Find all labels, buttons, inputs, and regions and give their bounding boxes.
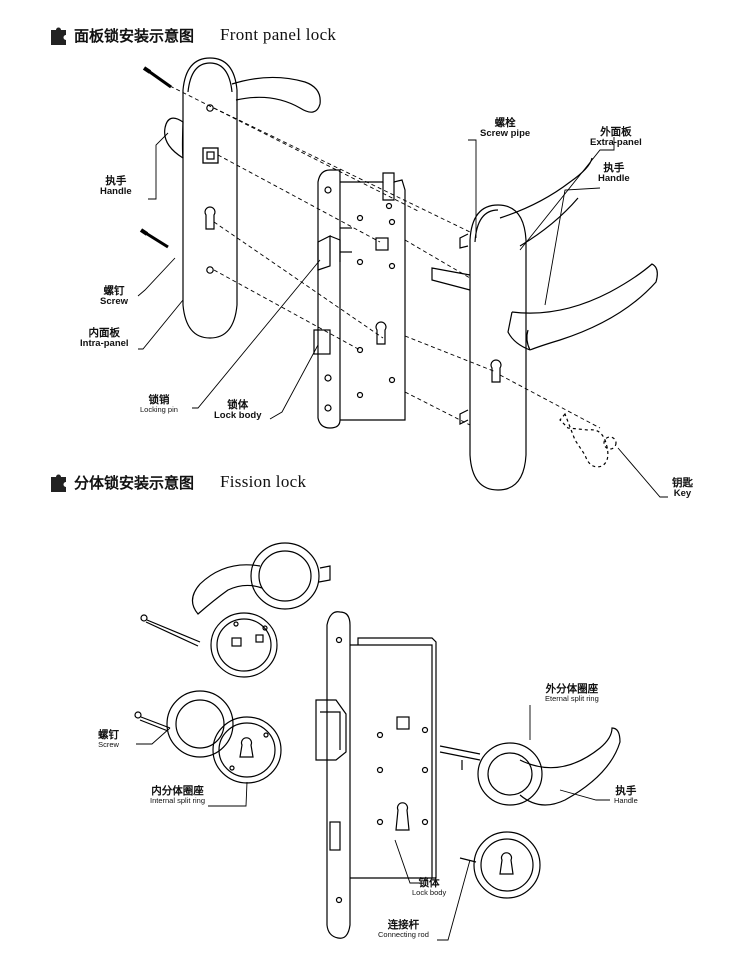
label-locking-pin: 锁销 Locking pin <box>140 394 178 415</box>
label-zh: 螺栓 <box>494 117 516 129</box>
label-en: Connecting rod <box>378 930 429 940</box>
label-key: 钥匙 Key <box>672 477 693 500</box>
fission-title-zh: 分体锁安装示意图 <box>74 473 195 492</box>
screw-fission-top <box>140 614 201 647</box>
label-zh: 执手 <box>615 785 637 797</box>
extra-panel <box>431 157 593 491</box>
label-zh: 锁销 <box>148 394 170 406</box>
label-zh: 螺钉 <box>103 285 125 297</box>
external-split-ring <box>439 742 543 806</box>
alignment-lines <box>169 85 601 429</box>
label-en: Lock body <box>412 888 447 898</box>
handle-outer-fission <box>519 727 621 806</box>
section-header-fission-lock: 分体锁安装示意图 Fission lock <box>48 469 306 495</box>
label-screw-pipe: 螺栓 Screw pipe <box>480 117 531 140</box>
label-zh: 执手 <box>105 175 127 187</box>
lock-body-fission <box>315 611 437 939</box>
label-en: Internal split ring <box>150 796 206 806</box>
label-en: Lock body <box>214 410 262 422</box>
label-zh: 锁体 <box>227 399 249 411</box>
front-title-zh: 面板锁安装示意图 <box>74 26 195 45</box>
fission-title-en: Fission lock <box>220 472 307 491</box>
screw-top <box>142 66 172 89</box>
label-lock-body-front: 锁体 Lock body <box>214 399 262 422</box>
key-outline <box>559 412 617 468</box>
label-connecting-rod: 连接杆 Connecting rod <box>378 919 429 940</box>
screw-bottom <box>139 228 169 249</box>
label-en: Handle <box>100 186 132 198</box>
label-intra-panel: 内面板 Intra-panel <box>80 327 129 350</box>
label-en: Intra-panel <box>80 338 129 350</box>
intra-panel <box>164 57 238 339</box>
leader-lines-front <box>137 132 668 498</box>
screw-fission-bottom <box>134 711 171 732</box>
label-en: Screw pipe <box>480 128 531 140</box>
section-header-front-panel: 面板锁安装示意图 Front panel lock <box>48 22 336 48</box>
internal-split-ring-outer <box>166 690 234 758</box>
label-handle-fission: 执手 Handle <box>614 785 638 806</box>
label-external-split-ring: 外分体圈座 Eternal split ring <box>545 683 599 704</box>
label-internal-split-ring: 内分体圈座 Internal split ring <box>150 785 206 806</box>
front-title-en: Front panel lock <box>220 25 337 44</box>
label-zh: 内面板 <box>88 327 121 339</box>
label-en: Locking pin <box>140 405 178 415</box>
label-handle-left: 执手 Handle <box>100 175 132 198</box>
handle-outer <box>507 263 658 351</box>
external-escutcheon <box>459 831 541 899</box>
label-zh: 钥匙 <box>672 477 693 489</box>
handle-inner-fission <box>191 542 331 615</box>
puzzle-icon <box>51 474 66 492</box>
label-screw-left: 螺钉 Screw <box>100 285 128 308</box>
label-handle-right: 执手 Handle <box>598 162 630 185</box>
puzzle-icon <box>51 27 66 45</box>
label-zh: 内分体圈座 <box>151 785 204 797</box>
label-en: Screw <box>98 740 119 750</box>
label-screw-fission: 螺钉 Screw <box>98 729 119 750</box>
label-zh: 锁体 <box>418 877 440 889</box>
label-en: Handle <box>598 173 630 185</box>
label-en: Extra-panel <box>590 137 642 149</box>
label-zh: 执手 <box>603 162 625 174</box>
label-en: Handle <box>614 796 638 806</box>
label-en: Key <box>673 488 692 500</box>
label-zh: 外面板 <box>600 126 632 138</box>
label-zh: 外分体圈座 <box>545 683 599 695</box>
label-zh: 螺钉 <box>98 729 119 741</box>
label-extra-panel: 外面板 Extra-panel <box>590 126 642 149</box>
lock-body-front <box>313 169 406 429</box>
internal-split-ring-bottom <box>212 716 282 784</box>
label-lock-body-fission: 锁体 Lock body <box>412 877 447 898</box>
label-en: Screw <box>100 296 128 308</box>
label-en: Eternal split ring <box>545 694 599 704</box>
leader-lines-fission <box>136 705 610 941</box>
internal-split-ring-top <box>210 612 278 678</box>
label-zh: 连接杆 <box>387 919 420 931</box>
handle-inner <box>231 76 321 113</box>
